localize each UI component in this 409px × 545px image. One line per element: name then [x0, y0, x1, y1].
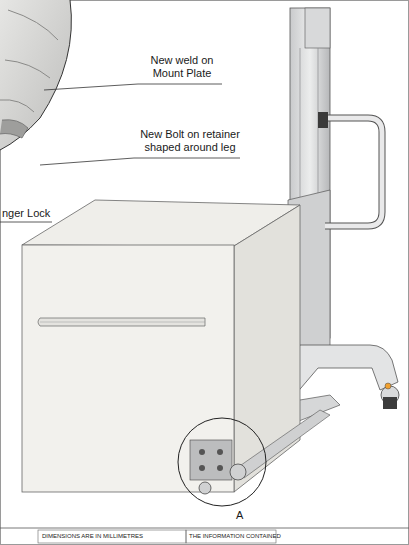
callout-note: New Bolt on retainer shaped around leg [136, 128, 244, 153]
callout-note: nger Lock [2, 207, 82, 220]
detail-letter: A [236, 509, 256, 522]
title-block-text: THE INFORMATION CONTAINED [189, 533, 275, 540]
callout-note: New weld on Mount Plate [136, 54, 228, 79]
title-block-text: DIMENSIONS ARE IN MILLIMETRES [42, 533, 184, 540]
